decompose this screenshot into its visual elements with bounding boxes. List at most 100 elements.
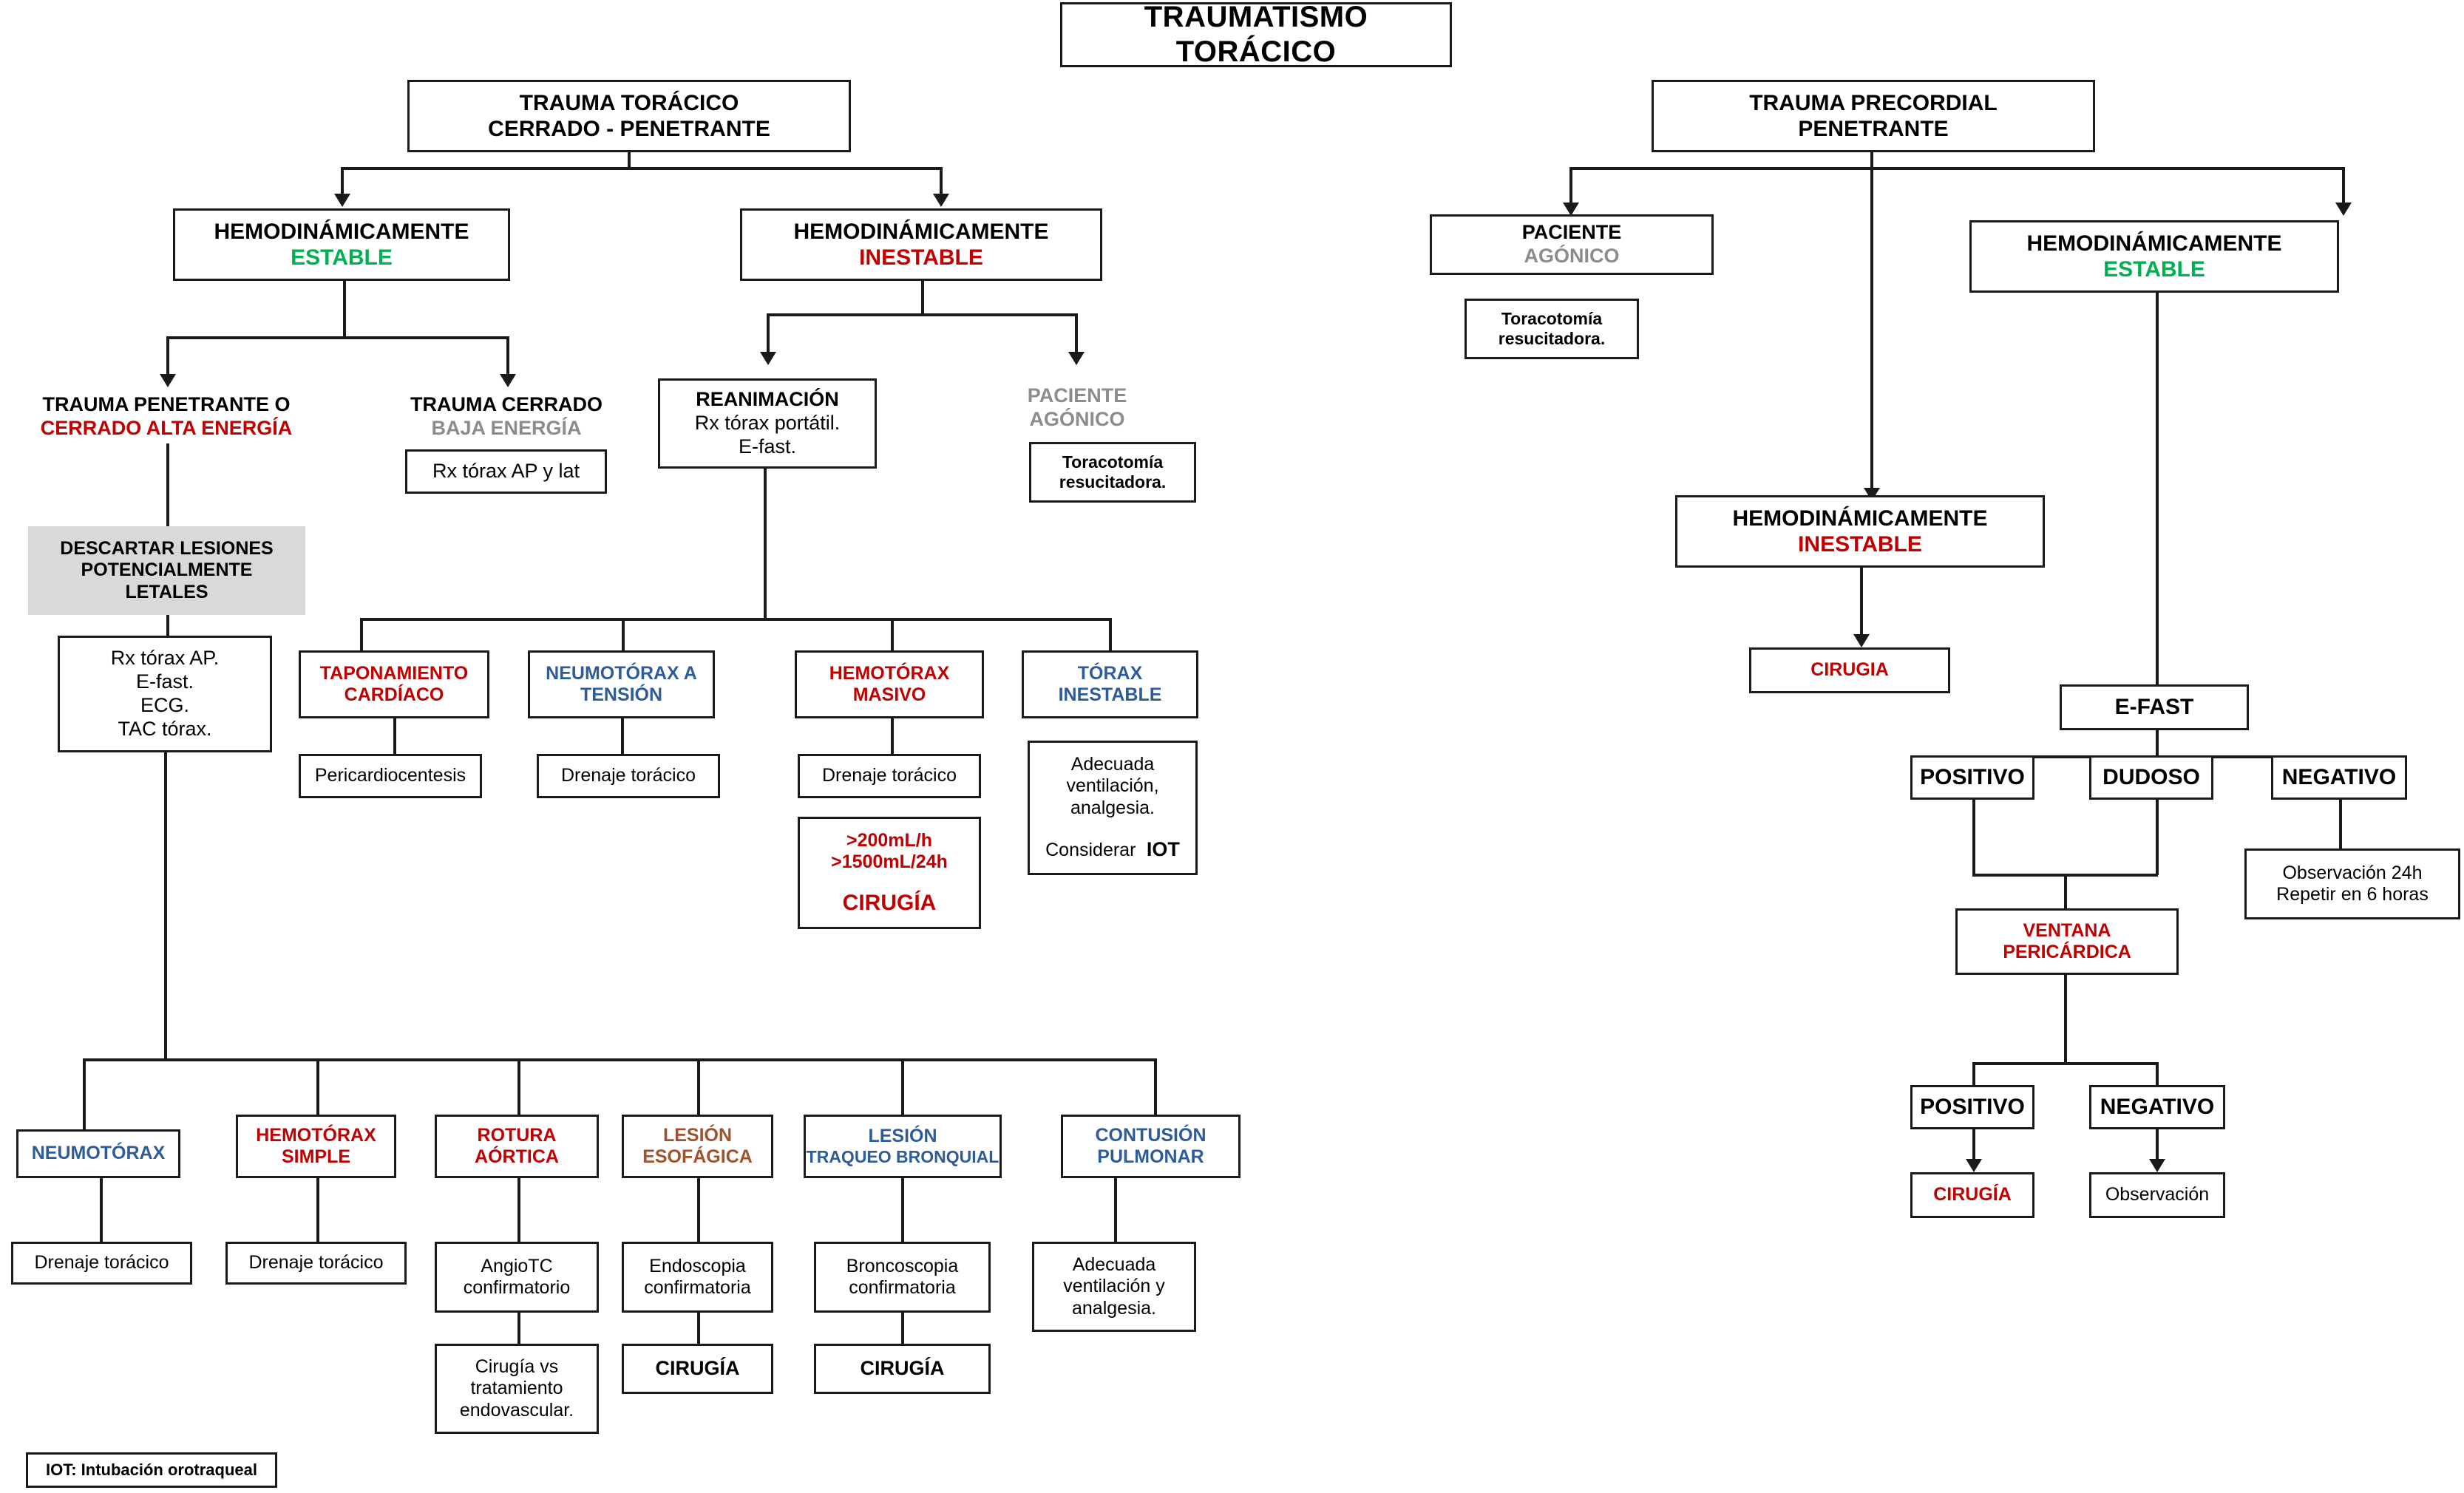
connector-root-down — [628, 152, 631, 169]
neumotorax-tension-title-2: TENSIÓN — [580, 684, 663, 705]
connector-stable-bus — [166, 336, 509, 339]
node-neumotorax: NEUMOTÓRAX — [16, 1129, 180, 1178]
manejo-considerar-iot: Considerar IOT — [1034, 838, 1191, 862]
node-toracotomia-resucitadora-right: Toracotomía resucitadora. — [1465, 299, 1639, 359]
node-torax-inestable: TÓRAX INESTABLE — [1022, 650, 1198, 718]
connector-neumotorax-tension-down — [621, 718, 624, 754]
connector-positivo-down — [1972, 800, 1975, 875]
connector-hemotorax-simple-down — [316, 1178, 319, 1242]
node-workup-rx-efast-ecg-tac: Rx tórax AP. E-fast. ECG. TAC tórax. — [58, 636, 272, 752]
neumotorax-tension-title-1: NEUMOTÓRAX A — [546, 662, 697, 684]
ventana-positivo-label: POSITIVO — [1920, 1095, 2025, 1120]
node-endoscopia-confirmatoria: Endoscopia confirmatoria — [622, 1242, 773, 1313]
node-lesion-esofagica: LESIÓN ESOFÁGICA — [622, 1115, 773, 1178]
neumotorax-title-1: NEUMOTÓRAX — [31, 1143, 166, 1164]
node-drenaje-toracico-neumotorax: Drenaje torácico — [11, 1242, 192, 1285]
connector-lesion-esofagica-down — [697, 1178, 700, 1242]
toracotomia-right-line-1: Toracotomía — [1501, 308, 1603, 328]
node-cirugia-traqueobronquial: CIRUGÍA — [814, 1344, 991, 1394]
connector-dudoso-down — [2156, 800, 2159, 875]
node-cirugia-esofagica: CIRUGÍA — [622, 1344, 773, 1394]
criterio-spacer — [800, 874, 979, 890]
arrowhead-to-stable — [334, 194, 350, 207]
iot-label: IOT — [1146, 838, 1180, 861]
connector-bus-to-neumotorax — [83, 1058, 86, 1129]
ventana-line-2: PERICÁRDICA — [2003, 942, 2131, 962]
connector-precordial-down — [1870, 152, 1873, 169]
descartar-line-3: LETALES — [125, 581, 208, 602]
cerrado-line-2: BAJA ENERGÍA — [431, 417, 582, 439]
arrowhead-to-cirugia-inestable — [1853, 634, 1870, 647]
reanimacion-line-2: Rx tórax portátil. — [694, 412, 841, 435]
connector-precordial-bus — [1569, 167, 2344, 170]
node-descartar-lesiones: DESCARTAR LESIONES POTENCIALMENTE LETALE… — [28, 526, 305, 615]
toracotomia-right-line-2: resucitadora. — [1498, 329, 1606, 348]
connector-bus-to-lesion-esofagica — [697, 1058, 700, 1115]
agonico-left-line-2: AGÓNICO — [1029, 408, 1125, 430]
contusion-manejo-line-2: ventilación y — [1063, 1276, 1165, 1297]
node-hemotorax-simple: HEMOTÓRAX SIMPLE — [236, 1115, 396, 1178]
node-drenaje-toracico-hemotorax-simple: Drenaje torácico — [225, 1242, 407, 1285]
toracotomia-left-line-2: resucitadora. — [1059, 472, 1167, 492]
efast-label: E-FAST — [2114, 695, 2194, 720]
connector-bus-to-taponamiento — [360, 618, 363, 650]
connector-traqueobronquial-down — [901, 1178, 904, 1242]
inestable-right-line-1: HEMODINÁMICAMENTE — [1732, 506, 1988, 531]
endovascular-line-3: endovascular. — [459, 1399, 574, 1421]
connector-stable-down — [343, 281, 346, 322]
drenaje-neumotorax-label: Drenaje torácico — [34, 1252, 169, 1273]
traqueobronquial-title-2: TRAQUEO BRONQUIAL — [806, 1147, 999, 1167]
root-line-2: CERRADO - PENETRANTE — [488, 117, 770, 141]
connector-join-to-ventana — [2064, 874, 2067, 925]
efast-positivo-label: POSITIVO — [1920, 765, 2025, 790]
penetrante-line-1: TRAUMA PENETRANTE O — [42, 393, 291, 416]
connector-to-agonico-left — [1075, 313, 1078, 356]
efast-dudoso-label: DUDOSO — [2102, 765, 2200, 790]
cirugia-ventana-label: CIRUGÍA — [1933, 1184, 2012, 1205]
manejo-line-1: Adecuada — [1070, 753, 1155, 775]
traqueobronquial-title-1: LESIÓN — [868, 1125, 937, 1146]
hemotorax-simple-title-1: HEMOTÓRAX — [256, 1124, 376, 1146]
connector-endoscopia-down — [697, 1313, 700, 1344]
node-hemodinamicamente-estable-right: HEMODINÁMICAMENTE ESTABLE — [1969, 220, 2339, 293]
connector-workup-to-occult — [164, 752, 167, 1060]
rotura-aortica-title-1: ROTURA — [477, 1124, 557, 1146]
cirugia-esofagica-label: CIRUGÍA — [655, 1357, 740, 1380]
node-ventana-negativo: NEGATIVO — [2089, 1085, 2225, 1129]
connector-bus-to-lesion-traqueobronquial — [901, 1058, 904, 1115]
descartar-line-2: POTENCIALMENTE — [81, 560, 253, 581]
manejo-line-2: ventilación, — [1066, 775, 1159, 797]
node-trauma-cerrado: TRAUMA CERRADO BAJA ENERGÍA — [370, 390, 643, 443]
considerar-label: Considerar — [1045, 840, 1136, 861]
broncoscopia-line-1: Broncoscopia — [846, 1255, 959, 1276]
arrowhead-to-agonico-left — [1068, 352, 1085, 365]
precordial-root-line-1: TRAUMA PRECORDIAL — [1749, 90, 1998, 115]
rotura-aortica-title-2: AÓRTICA — [475, 1146, 559, 1167]
node-broncoscopia-confirmatoria: Broncoscopia confirmatoria — [814, 1242, 991, 1313]
node-hemodinamicamente-inestable: HEMODINÁMICAMENTE INESTABLE — [740, 208, 1102, 281]
connector-ventana-down — [2064, 975, 2067, 1064]
precordial-root-line-2: PENETRANTE — [1798, 117, 1949, 141]
estable-line-2: ESTABLE — [291, 245, 393, 270]
connector-ventana-positivo-down — [1972, 1129, 1975, 1166]
contusion-manejo-line-1: Adecuada — [1072, 1254, 1156, 1275]
manejo-spacer — [1034, 819, 1191, 838]
workup-line-4: TAC tórax. — [118, 717, 212, 740]
workup-line-2: E-fast. — [135, 670, 194, 693]
connector-to-cerrado — [506, 336, 509, 378]
hemotorax-masivo-title-1: HEMOTÓRAX — [829, 662, 950, 684]
connector-penetrante-down — [166, 443, 169, 526]
node-observacion: Observación — [2089, 1172, 2225, 1218]
agonico-right-line-1: PACIENTE — [1521, 221, 1622, 244]
node-efast-positivo: POSITIVO — [1910, 755, 2034, 800]
node-toracotomia-resucitadora-left: Toracotomía resucitadora. — [1029, 442, 1196, 503]
endoscopia-line-2: confirmatoria — [644, 1277, 751, 1298]
rx-ap-lat-label: Rx tórax AP y lat — [432, 460, 580, 483]
node-e-fast: E-FAST — [2060, 684, 2249, 730]
contusion-pulmonar-title-2: PULMONAR — [1097, 1146, 1204, 1167]
estable-right-line-2: ESTABLE — [2103, 257, 2205, 282]
title-line-2: TORÁCICO — [1175, 35, 1337, 68]
contusion-pulmonar-title-1: CONTUSIÓN — [1095, 1124, 1206, 1146]
connector-precordial-to-estable — [2342, 167, 2345, 207]
node-neumotorax-a-tension: NEUMOTÓRAX A TENSIÓN — [528, 650, 715, 718]
